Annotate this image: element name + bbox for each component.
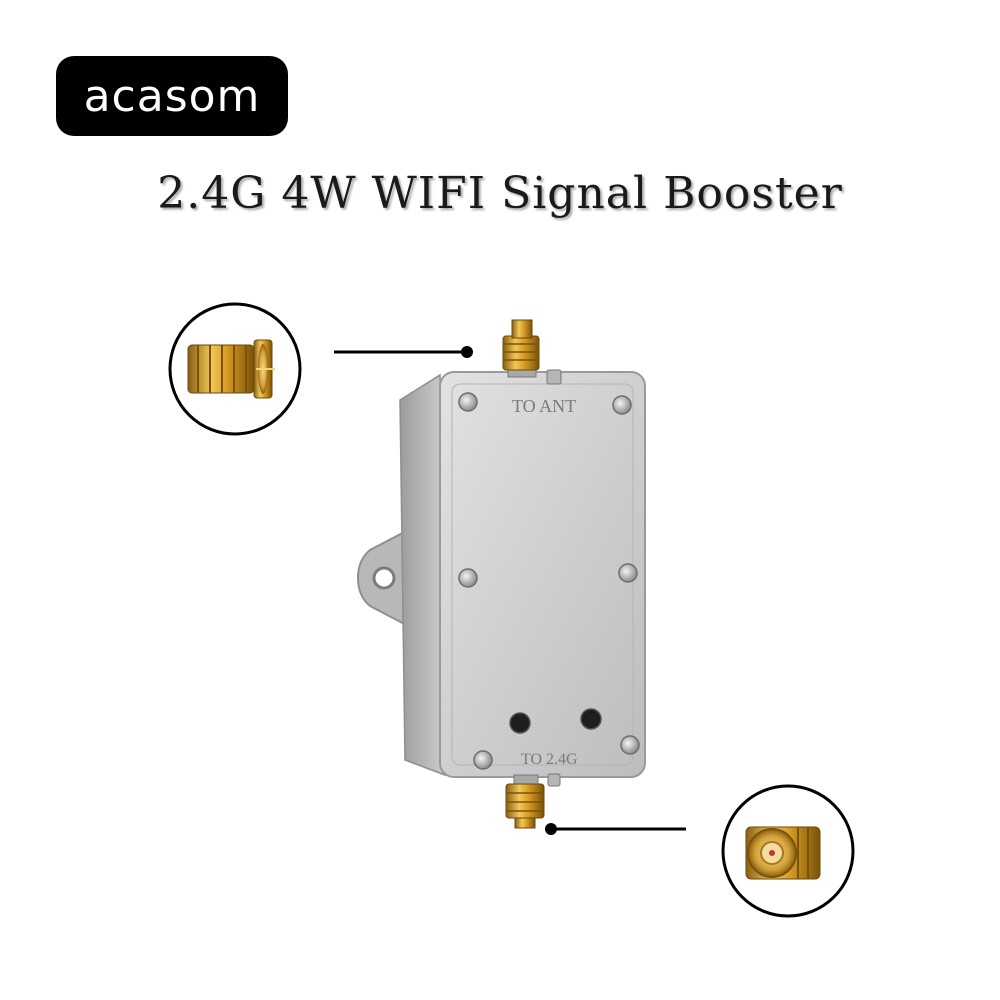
- bottom-callout-line: [545, 823, 686, 835]
- top-callout-line: [334, 346, 473, 358]
- brand-logo-text: acasom: [83, 70, 261, 122]
- housing-side: [399, 373, 446, 777]
- screw-icon: [458, 392, 640, 770]
- bottom-connector-zoom-icon: [721, 784, 855, 918]
- mounting-tab: [356, 526, 413, 630]
- top-sma-connector-icon: [502, 319, 562, 385]
- top-connector-zoom-icon: [168, 302, 302, 436]
- brand-logo: acasom: [56, 56, 288, 136]
- bottom-sma-connector-icon: [505, 773, 561, 829]
- bottom-port-label: TO 2.4G: [521, 751, 578, 768]
- housing-front-panel: [439, 371, 646, 778]
- led-indicator-icon: [509, 708, 602, 734]
- top-port-label: TO ANT: [512, 396, 576, 416]
- product-title: 2.4G 4W WIFI Signal Booster: [157, 168, 843, 219]
